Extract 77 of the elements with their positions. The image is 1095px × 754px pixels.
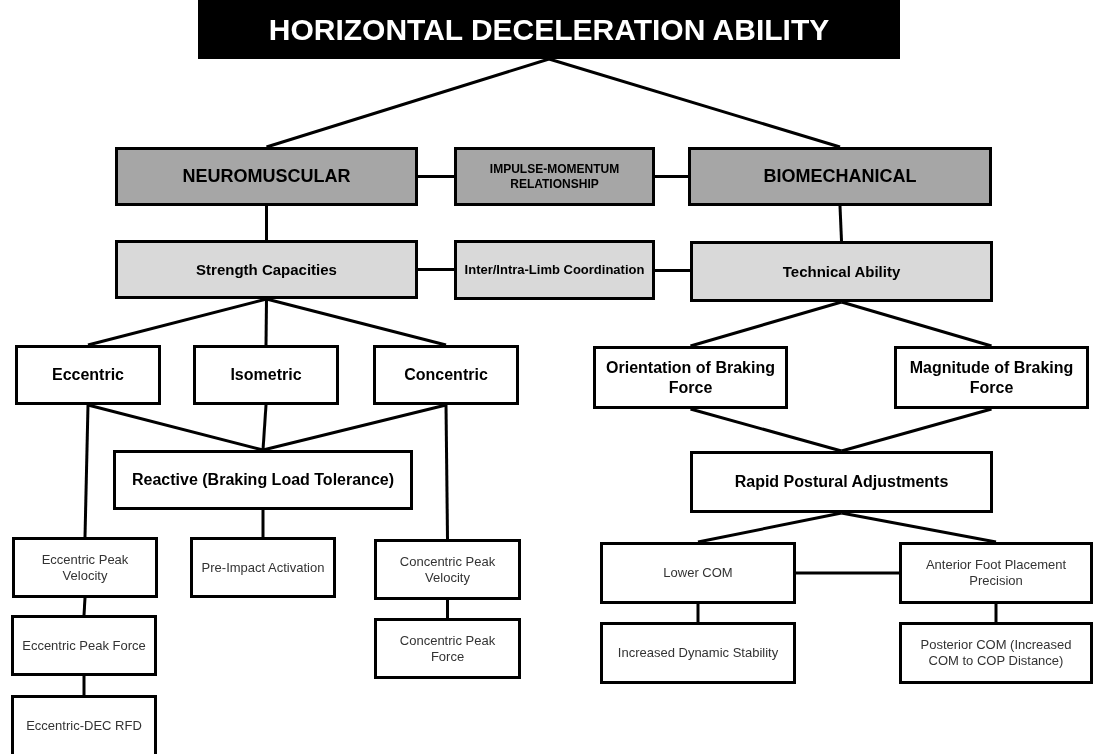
connector-line [841,407,992,453]
connector-line [548,57,841,149]
connector-line [796,571,899,575]
detail-box [190,537,336,598]
detail-box [11,615,157,676]
link-box [454,240,655,300]
node-label: Isometric [230,365,302,385]
node-label: NEUROMUSCULAR [182,165,351,188]
connector-line [266,57,550,149]
component-box [113,450,413,510]
node-label: IMPULSE-MOMENTUM RELATIONSHIP [488,162,621,191]
connector-line [261,510,265,537]
node-label: Concentric [404,365,488,385]
connector-line [690,300,842,348]
connector-line [655,269,690,272]
node-label: Pre-Impact Activation [201,559,325,576]
component-box [690,451,993,513]
connector-line [82,676,86,695]
detail-box [600,542,796,604]
node-label: Concentric Peak Force [398,632,497,665]
connector-line [87,297,267,347]
connector-line [696,604,700,622]
connector-line [446,600,449,618]
connector-line [87,403,264,452]
connector-line [838,205,843,242]
node-label: Reactive (Braking Load Tolerance) [132,470,394,490]
component-box [894,346,1089,409]
subcategory-box [115,240,418,299]
detail-box [374,539,521,600]
node-label: Strength Capacities [196,260,337,279]
node-label: Inter/Intra-Limb Coordination [464,262,645,278]
detail-box [11,695,157,754]
connector-line [697,511,842,544]
connector-line [82,597,87,616]
node-label: Eccentric-DEC RFD [26,718,142,734]
connector-line [690,407,842,453]
component-box [593,346,788,409]
connector-line [841,300,992,348]
connector-line [655,175,688,178]
node-label: Increased Dynamic Stability [617,645,779,661]
detail-box [374,618,521,679]
node-label: Posterior COM (Increased COM to COP Distance) [919,637,1073,669]
node-label: Lower COM [663,565,733,581]
node-label: Technical Ability [782,262,901,281]
component-box [15,345,161,405]
detail-box [600,622,796,684]
link-box [454,147,655,206]
node-label: Orientation of Braking Force [605,358,776,397]
connector-line [264,299,268,345]
connector-line [83,404,90,538]
node-label: BIOMECHANICAL [763,165,917,188]
component-box [193,345,339,405]
detail-box [899,622,1093,684]
node-label: Concentric Peak Velocity [398,553,497,586]
node-label: Eccentric Peak Force [22,637,146,654]
connector-line [266,297,447,347]
component-box [373,345,519,405]
connector-line [418,268,454,271]
title-banner [198,0,900,59]
category-box [688,147,992,206]
detail-box [12,537,158,598]
connector-line [261,404,268,451]
detail-box [899,542,1093,604]
connector-line [265,206,268,240]
node-label: Anterior Foot Placement Precision [924,557,1068,589]
category-box [115,147,418,206]
connector-line [418,175,454,178]
node-label: Rapid Postural Adjustments [734,472,949,492]
subcategory-box [690,241,993,302]
connector-line [444,405,449,539]
connector-line [262,403,447,452]
connector-line [841,511,997,544]
connector-line [994,604,998,622]
title-text: HORIZONTAL DECELERATION ABILITY [268,11,830,48]
node-label: Eccentric [51,365,124,385]
node-label: Eccentric Peak Velocity [40,551,130,584]
node-label: Magnitude of Braking Force [908,358,1075,397]
